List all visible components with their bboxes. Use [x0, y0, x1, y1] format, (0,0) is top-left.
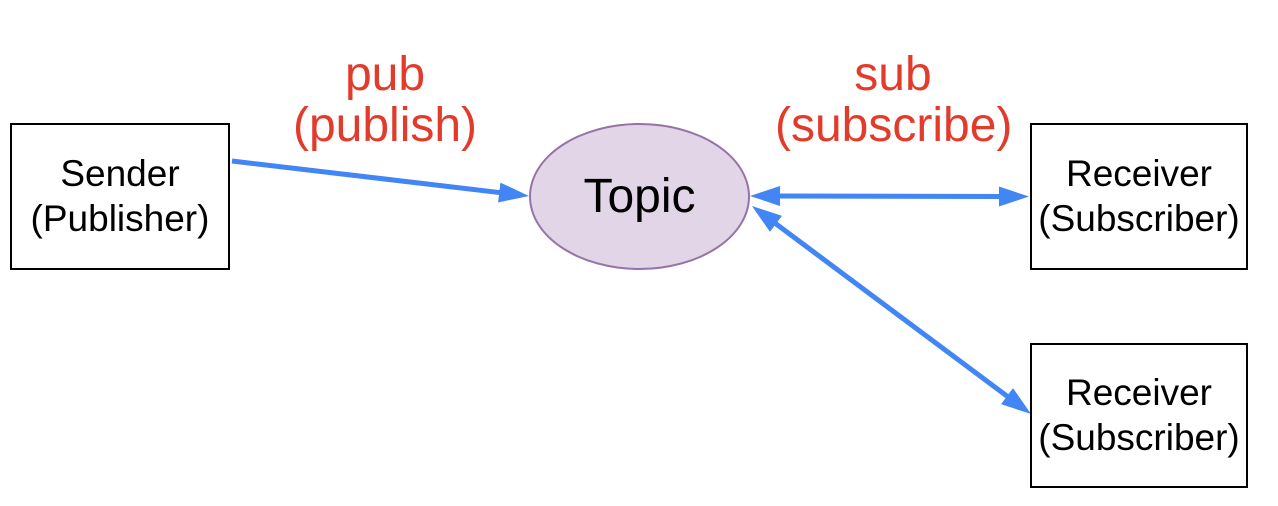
receiver-bottom-node-line2: (Subscriber)	[1038, 416, 1240, 458]
receiver-bottom-node-line1: Receiver	[1066, 372, 1212, 414]
sub-arrow-top	[750, 186, 1029, 207]
receiver-top-node: Receiver (Subscriber)	[1030, 123, 1248, 270]
pub-edge-label: pub (publish)	[280, 48, 490, 152]
pub-arrow	[231, 158, 530, 203]
sender-node: Sender (Publisher)	[10, 123, 230, 270]
sub-arrow-bottom	[751, 205, 1032, 415]
sender-node-line2: (Publisher)	[30, 197, 210, 239]
pub-edge-label-line2: (publish)	[292, 98, 478, 152]
topic-node: Topic	[529, 123, 750, 270]
sender-node-line1: Sender	[60, 153, 180, 195]
sub-edge-label: sub (subscribe)	[775, 48, 1013, 152]
receiver-bottom-node: Receiver (Subscriber)	[1030, 343, 1248, 488]
topic-node-label: Topic	[583, 170, 696, 223]
receiver-top-node-line1: Receiver	[1066, 153, 1212, 195]
pub-edge-label-line1: pub	[344, 48, 426, 101]
sub-edge-label-line1: sub	[854, 48, 932, 101]
sub-edge-label-line2: (subscribe)	[775, 98, 1013, 152]
receiver-top-node-line2: (Subscriber)	[1038, 197, 1240, 239]
